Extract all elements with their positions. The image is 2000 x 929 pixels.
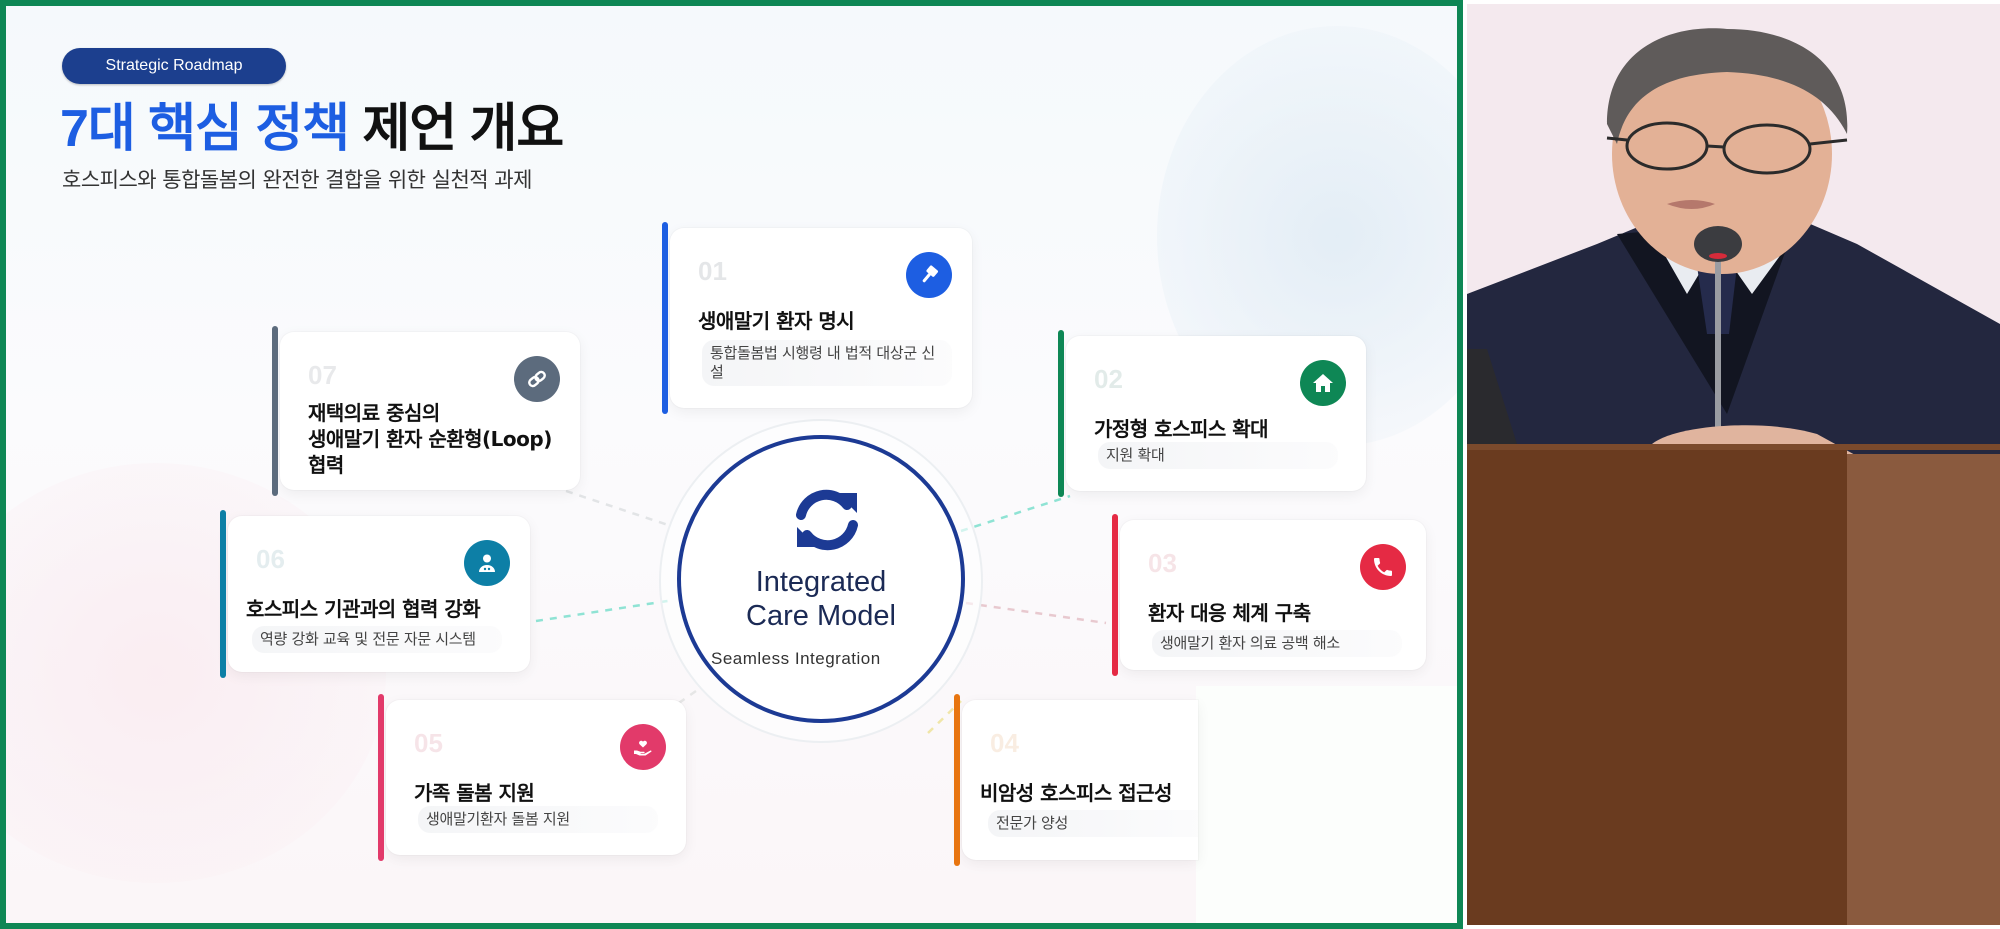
card-title-line: 재택의료 중심의 <box>308 401 440 425</box>
card-number: 01 <box>698 256 727 286</box>
page-subtitle: 호스피스와 통합돌봄의 완전한 결합을 위한 실천적 과제 <box>62 168 532 192</box>
card-title-line: 협력 <box>308 453 344 477</box>
card-title: 호스피스 기관과의 협력 강화 <box>246 597 481 621</box>
card-title: 가족 돌봄 지원 <box>414 781 535 805</box>
accent-bar <box>378 694 384 861</box>
background-patch <box>1196 686 1457 923</box>
hub-subtitle: Seamless Integration <box>711 649 881 668</box>
card-title-line: 생애말기 환자 순환형(Loop) <box>308 427 552 451</box>
policy-card-01: 01 생애말기 환자 명시 통합돌봄법 시행령 내 법적 대상군 신설 <box>662 222 972 414</box>
page-title: 7대 핵심 정책 제언 개요 <box>60 86 564 161</box>
link-icon <box>514 356 560 402</box>
speaker-illustration <box>1467 4 2000 925</box>
card-number: 07 <box>308 360 337 390</box>
accent-bar <box>220 510 226 678</box>
integrated-care-hub: Integrated Care Model Seamless Integrati… <box>677 435 965 723</box>
accent-bar <box>1058 330 1064 497</box>
policy-card-05: 05 가족 돌봄 지원 생애말기환자 돌봄 지원 <box>378 694 686 861</box>
card-title: 생애말기 환자 명시 <box>698 309 855 333</box>
card-number: 05 <box>414 728 443 758</box>
accent-bar <box>954 694 960 866</box>
speaker-photo <box>1467 4 2000 925</box>
section-badge: Strategic Roadmap <box>62 48 286 84</box>
hub-title: Integrated Care Model <box>681 565 961 633</box>
card-number: 02 <box>1094 364 1123 394</box>
card-title: 환자 대응 체계 구축 <box>1148 601 1311 625</box>
card-description: 생애말기환자 돌봄 지원 <box>418 806 658 833</box>
hub-title-line1: Integrated <box>755 566 887 598</box>
phone-icon <box>1360 544 1406 590</box>
card-title: 비암성 호스피스 접근성 <box>980 781 1172 805</box>
card-number: 06 <box>256 544 285 574</box>
card-number: 03 <box>1148 548 1177 578</box>
card-title: 재택의료 중심의 생애말기 환자 순환형(Loop) 협력 <box>308 400 552 478</box>
title-rest: 제언 개요 <box>349 100 564 158</box>
card-description: 통합돌봄법 시행령 내 법적 대상군 신설 <box>702 340 952 386</box>
card-description: 전문가 양성 <box>988 810 1198 837</box>
policy-card-02: 02 가정형 호스피스 확대 지원 확대 <box>1058 330 1366 497</box>
card-number: 04 <box>990 728 1019 758</box>
policy-card-03: 03 환자 대응 체계 구축 생애말기 환자 의료 공백 해소 <box>1112 514 1426 676</box>
policy-card-07: 07 재택의료 중심의 생애말기 환자 순환형(Loop) 협력 <box>272 326 580 496</box>
gavel-icon <box>906 252 952 298</box>
doctor-icon <box>464 540 510 586</box>
sync-icon <box>796 489 858 551</box>
card-description: 지원 확대 <box>1098 442 1338 469</box>
card-description: 역량 강화 교육 및 전문 자문 시스템 <box>252 626 502 653</box>
policy-card-06: 06 호스피스 기관과의 협력 강화 역량 강화 교육 및 전문 자문 시스템 <box>220 510 530 678</box>
accent-bar <box>1112 514 1118 676</box>
accent-bar <box>662 222 668 414</box>
presentation-slide: Strategic Roadmap 7대 핵심 정책 제언 개요 호스피스와 통… <box>0 0 1463 929</box>
hub-title-line2: Care Model <box>746 600 896 632</box>
accent-bar <box>272 326 278 496</box>
policy-card-04: 04 비암성 호스피스 접근성 전문가 양성 <box>954 694 1198 866</box>
title-accent: 7대 핵심 정책 <box>60 100 350 158</box>
card-title: 가정형 호스피스 확대 <box>1094 417 1269 441</box>
card-description: 생애말기 환자 의료 공백 해소 <box>1152 630 1402 657</box>
hand-heart-icon <box>620 724 666 770</box>
home-icon <box>1300 360 1346 406</box>
